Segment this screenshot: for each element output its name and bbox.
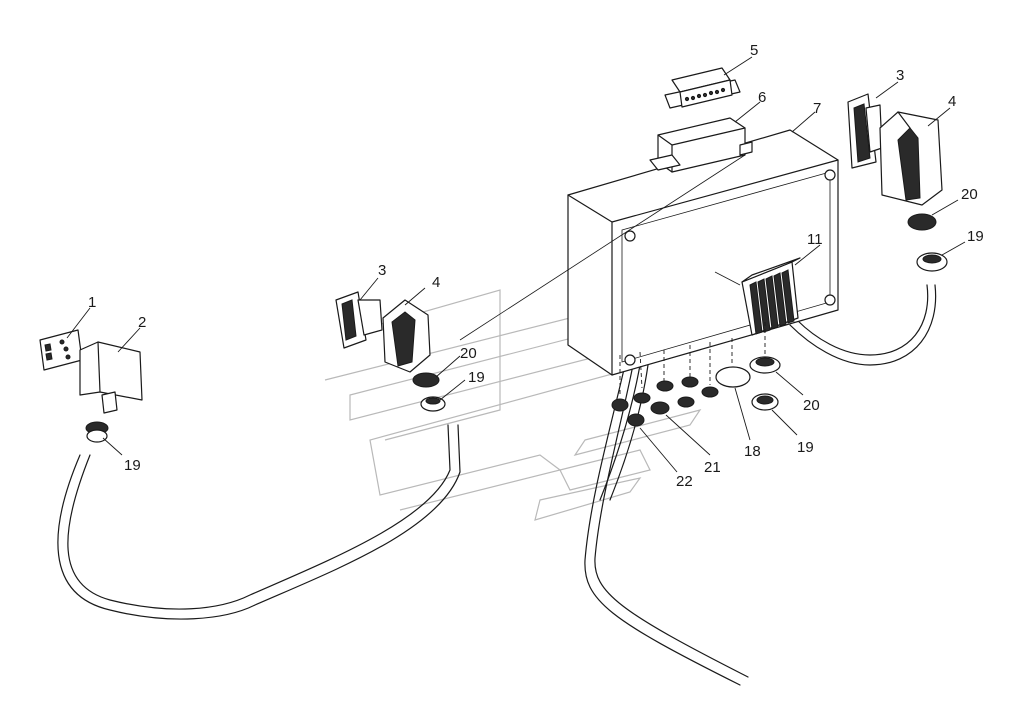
callout-11: 11 <box>807 231 823 248</box>
connector-3-right <box>847 93 883 169</box>
callout-20: 20 <box>961 186 978 203</box>
callout-4: 4 <box>948 93 956 110</box>
bottom-cables <box>584 364 749 686</box>
housing-2 <box>79 341 143 414</box>
connector-pins <box>684 87 726 102</box>
callout-19: 19 <box>124 457 141 474</box>
gland-right <box>907 213 948 272</box>
callout-21: 21 <box>704 459 721 476</box>
callout-19: 19 <box>967 228 984 245</box>
connector-1 <box>39 329 83 371</box>
callout-20: 20 <box>460 345 477 362</box>
callout-22: 22 <box>676 473 693 490</box>
enclosure-box <box>567 129 839 376</box>
corner-screw <box>624 230 636 242</box>
callout-3: 3 <box>896 67 904 84</box>
left-cable <box>57 424 461 620</box>
callout-7: 7 <box>813 100 821 117</box>
sub-d-connector <box>664 67 741 109</box>
callout-19: 19 <box>797 439 814 456</box>
terminal-block <box>741 257 801 336</box>
callout-1: 1 <box>88 294 96 311</box>
callout-3: 3 <box>378 262 386 279</box>
callout-labels: 1 2 19 3 4 20 19 5 6 7 11 3 4 20 19 20 1… <box>88 42 984 490</box>
callout-6: 6 <box>758 89 766 106</box>
callout-2: 2 <box>138 314 146 331</box>
right-cable <box>789 284 937 366</box>
corner-screw <box>624 354 636 366</box>
gland-middle <box>412 372 446 412</box>
housing-4-right <box>879 111 943 206</box>
callout-4: 4 <box>432 274 440 291</box>
leader-lines <box>66 56 966 473</box>
callout-5: 5 <box>750 42 758 59</box>
housing-4-middle <box>382 299 431 373</box>
corner-screw <box>824 294 836 306</box>
corner-screw <box>824 169 836 181</box>
assembly-lines <box>459 154 766 395</box>
connector-3-middle <box>335 291 383 349</box>
connector-housing <box>649 117 753 173</box>
gland-19-left <box>85 421 109 443</box>
callout-18: 18 <box>744 443 761 460</box>
callout-19: 19 <box>468 369 485 386</box>
cable-glands <box>611 356 781 427</box>
callout-20: 20 <box>803 397 820 414</box>
